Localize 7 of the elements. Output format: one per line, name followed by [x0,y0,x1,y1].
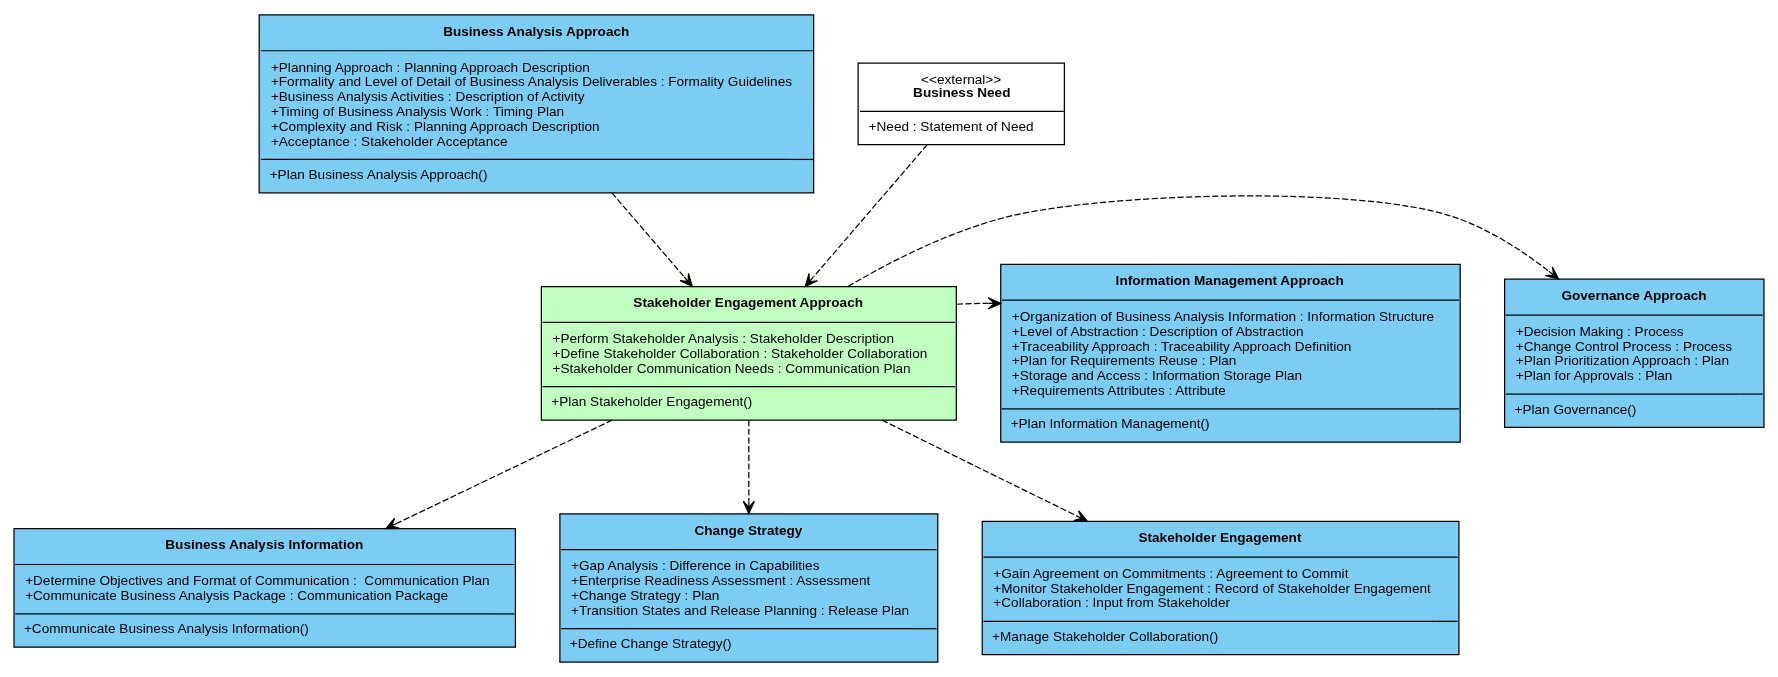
arrow [956,297,1002,310]
arrow [804,144,928,288]
arrow [385,419,613,530]
arrow [847,195,1560,287]
arrow [742,419,755,515]
arrow [881,419,1088,522]
arrow [611,192,693,287]
